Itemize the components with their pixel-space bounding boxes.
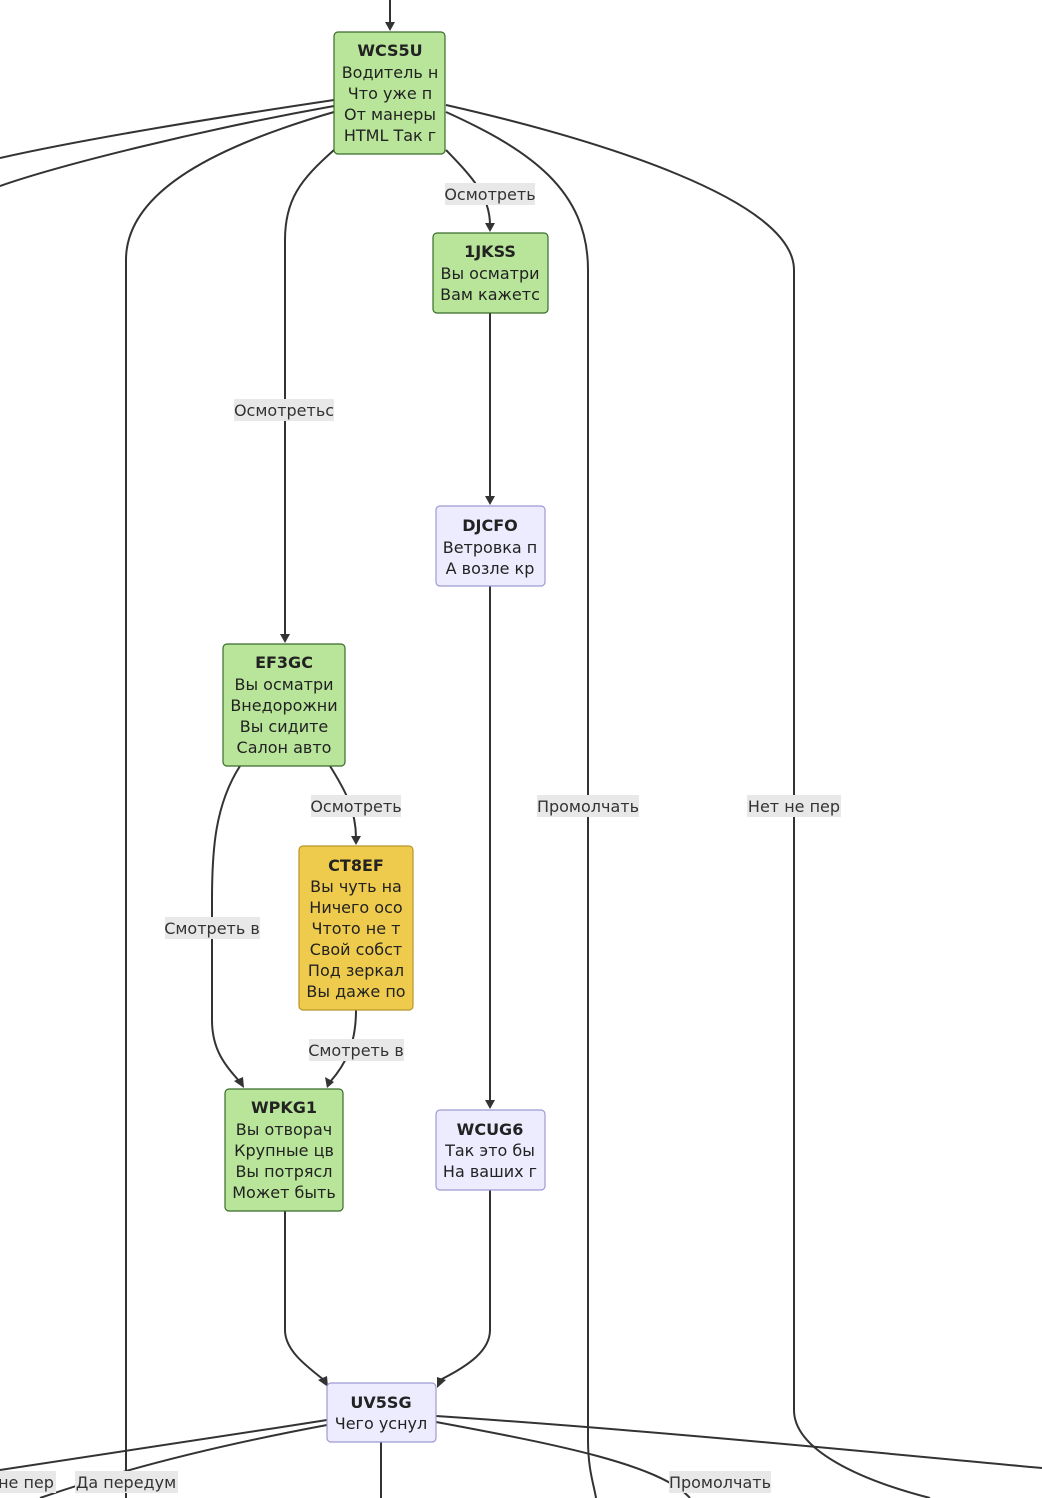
edge-label-promolchat-2: Промолчать [669,1471,771,1493]
node-title: EF3GC [255,653,313,672]
node-line: Вы осматри [440,264,539,283]
node-title: DJCFO [462,516,518,535]
node-1jkss[interactable]: 1JKSS Вы осматри Вам кажетс [432,232,549,314]
node-title: WCS5U [357,41,422,60]
node-line: Крупные цв [234,1141,334,1160]
edge-label-smotret-v-1: Смотреть в [164,917,260,939]
arrowhead [485,223,495,232]
node-uv5sg[interactable]: UV5SG Чего уснул [326,1382,437,1443]
node-line: Вы даже по [306,982,405,1001]
node-line: Чего уснул [335,1414,428,1433]
arrowhead [325,1077,334,1088]
edge-label-osmotretsya: Осмотретьс [234,399,334,421]
node-line: Вы сидите [240,717,329,736]
arrowhead [318,1376,328,1387]
node-line: От манеры [344,105,436,124]
node-line: Салон авто [237,738,332,757]
edge-wcs5u-da-peredum [125,111,335,1498]
edge-labels: Осмотреть Осмотретьс Промолчать Нет не п… [0,183,841,1493]
arrowhead [485,1100,495,1109]
node-title: WCUG6 [457,1120,524,1139]
edge-label-ne-per: не пер [0,1471,56,1493]
node-line: Чтото не т [312,919,401,938]
node-line: На ваших г [443,1162,537,1181]
node-wcs5u[interactable]: WCS5U Водитель н Что уже п От манеры HTM… [333,31,446,155]
node-line: Что уже п [348,84,432,103]
edge-ef3gc-wpkg1 [211,765,241,1083]
edge-wcs5u-left-1 [0,99,335,159]
edge-wcs5u-left-2 [0,105,335,187]
arrowhead [485,496,495,505]
node-line: HTML Так г [344,126,436,145]
node-line: Свой собст [310,940,402,959]
node-wcug6[interactable]: WCUG6 Так это бы На ваших г [435,1109,546,1191]
edge-label-promolchat-1: Промолчать [537,795,639,817]
edge-wcs5u-net-ne-per [445,104,931,1498]
node-djcfo[interactable]: DJCFO Ветровка п А возле кр [435,505,546,587]
node-line: Может быть [232,1183,336,1202]
node-title: WPKG1 [251,1098,317,1117]
node-line: Так это бы [444,1141,535,1160]
svg-text:Осмотреть: Осмотреть [310,797,401,816]
edge-label-smotret-v-2: Смотреть в [308,1039,404,1061]
arrowhead [351,836,361,845]
svg-text:не пер: не пер [0,1473,54,1492]
svg-text:Промолчать: Промолчать [537,797,639,816]
node-line: Под зеркал [308,961,404,980]
edge-label-da-peredum: Да передум [75,1471,178,1493]
node-line: А возле кр [446,559,535,578]
node-ef3gc[interactable]: EF3GC Вы осматри Внедорожни Вы сидите Са… [222,643,346,767]
edge-uv5sg-left-1 [0,1419,328,1471]
nodes: WCS5U Водитель н Что уже п От манеры HTM… [222,31,549,1443]
svg-text:Осмотретьс: Осмотретьс [234,401,334,420]
svg-text:Осмотреть: Осмотреть [444,185,535,204]
node-line: Вы отворач [236,1120,332,1139]
svg-text:Промолчать: Промолчать [669,1473,771,1492]
edge-wcs5u-promolchat [445,111,597,1498]
node-line: Внедорожни [230,696,337,715]
svg-text:Смотреть в: Смотреть в [308,1041,404,1060]
edge-uv5sg-left-2 [39,1424,328,1498]
node-wpkg1[interactable]: WPKG1 Вы отворач Крупные цв Вы потрясл М… [224,1088,344,1212]
node-title: UV5SG [350,1393,411,1412]
node-line: Вы потрясл [235,1162,332,1181]
edge-wcs5u-ef3gc [284,149,335,636]
edge-wcug6-uv5sg [439,1190,491,1381]
node-line: Вам кажетс [440,285,540,304]
node-line: Водитель н [342,63,439,82]
node-title: 1JKSS [464,242,516,261]
svg-text:Смотреть в: Смотреть в [164,919,260,938]
arrowhead [437,1377,446,1388]
arrowhead [280,634,290,643]
node-line: Вы осматри [234,675,333,694]
arrowhead [385,22,395,31]
edge-label-osmotret-2: Осмотреть [310,795,402,817]
node-line: Вы чуть на [310,877,402,896]
svg-text:Да передум: Да передум [76,1473,176,1492]
edge-uv5sg-right [435,1415,1042,1469]
edge-wpkg1-uv5sg [284,1211,325,1381]
edge-label-osmotret-1: Осмотреть [444,183,536,205]
node-line: Ветровка п [443,538,538,557]
svg-text:Нет не пер: Нет не пер [748,797,840,816]
node-ct8ef[interactable]: CT8EF Вы чуть на Ничего осо Чтото не т С… [298,845,414,1011]
node-title: CT8EF [328,856,384,875]
node-line: Ничего осо [309,898,402,917]
arrowhead [234,1077,244,1088]
edge-label-net-ne-per: Нет не пер [747,795,841,817]
